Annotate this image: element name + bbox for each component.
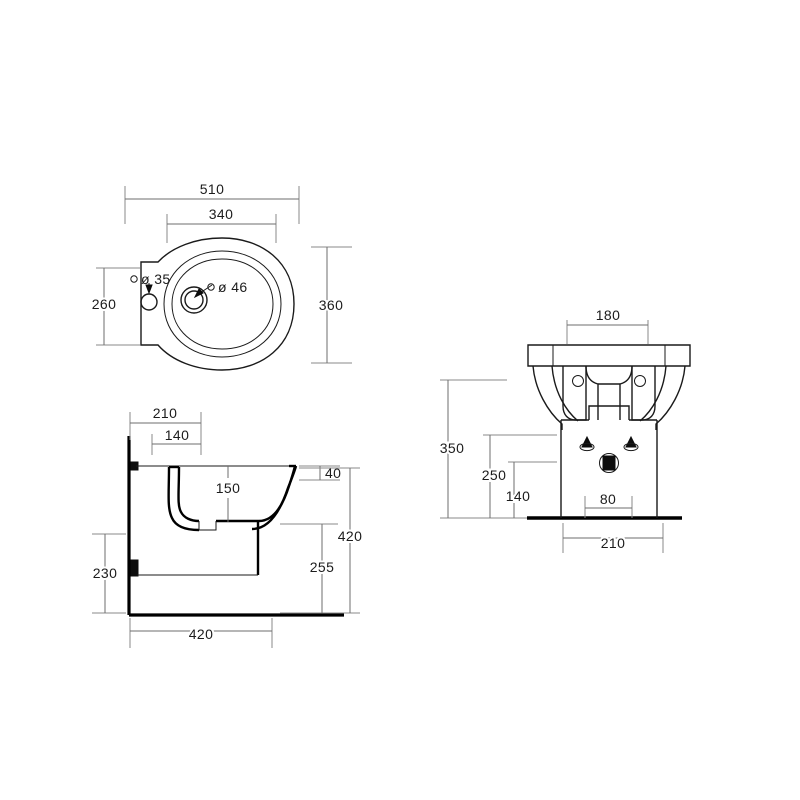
dimension-side-height-overall: 420: [299, 467, 364, 614]
dimension-label-plan-depth-overall: 360: [319, 297, 344, 313]
dimension-rear-base-width: 210: [562, 523, 664, 553]
dimension-label-rear-fixing-spacing: 80: [600, 491, 616, 507]
dimension-side-projection: 420: [129, 618, 273, 648]
dimension-side-fixing-height: 230: [91, 533, 126, 614]
rear-view: 180 350 250 140: [438, 307, 691, 553]
rear-bowl-contour: [562, 365, 656, 421]
dimension-label-side-bracket-inner: 140: [165, 427, 190, 443]
dimension-rear-top-width: 180: [566, 307, 649, 344]
dimension-plan-width-inner: 340: [166, 206, 277, 243]
callout-label-waste-hole: ø 46: [218, 279, 248, 295]
dimension-plan-width-overall: 510: [124, 181, 300, 224]
dimension-plan-depth-overall: 360: [311, 246, 352, 364]
dimension-rear-height-fixings: 250: [480, 434, 557, 519]
callout-label-tap-hole: ø 35: [141, 271, 171, 287]
dimension-label-plan-width-inner: 340: [209, 206, 234, 222]
dimension-label-side-height-body: 255: [310, 559, 335, 575]
side-body-outline: [137, 522, 260, 576]
dimension-label-side-bracket-outer: 210: [153, 405, 178, 421]
dimension-label-plan-depth-back: 260: [92, 296, 117, 312]
dimension-label-rear-height-fixings: 250: [482, 467, 507, 483]
dimension-label-side-projection: 420: [189, 626, 214, 642]
dimension-plan-depth-back: 260: [90, 267, 140, 346]
rear-waste-outlet: [599, 453, 619, 473]
plan-outline: [140, 237, 295, 371]
dimension-rear-fixing-spacing: 80: [584, 491, 633, 518]
dimension-label-side-height-overall: 420: [338, 528, 363, 544]
side-view: 210 140 150 40: [91, 405, 364, 648]
dimension-label-side-fixing-height: 230: [93, 565, 118, 581]
plan-tap-hole: [140, 293, 158, 311]
rear-top-flange: [527, 344, 691, 367]
dimension-label-side-bowl-depth: 150: [216, 480, 241, 496]
dimension-side-rim-thickness: 40: [299, 465, 341, 481]
dimension-label-rear-top-width: 180: [596, 307, 621, 323]
dimension-side-bowl-depth: 150: [216, 466, 241, 522]
rear-body-skirts: [532, 365, 686, 430]
dimension-side-bracket-inner: 140: [151, 427, 202, 455]
plan-view: ø 35 ø 46 510 340: [90, 181, 352, 371]
plan-waste-hole: [180, 286, 208, 314]
dimension-rear-height-waste: 140: [504, 461, 557, 519]
dimension-label-side-rim-thickness: 40: [325, 465, 341, 481]
callout-tap-hole: ø 35: [130, 271, 171, 295]
rear-upper-fixing-holes: [572, 375, 646, 387]
rear-lower-fixing-bolts: [579, 435, 639, 452]
dimension-label-rear-height-overall: 350: [440, 440, 465, 456]
dimension-label-rear-base-width: 210: [601, 535, 626, 551]
dimension-label-rear-height-waste: 140: [506, 488, 531, 504]
dimension-label-plan-width-overall: 510: [200, 181, 225, 197]
dimension-side-height-body: 255: [280, 523, 338, 614]
callout-waste-hole: ø 46: [193, 279, 248, 299]
side-bowl-profile: [167, 464, 298, 532]
side-wall-brackets: [130, 461, 139, 577]
rear-pedestal: [560, 405, 658, 518]
